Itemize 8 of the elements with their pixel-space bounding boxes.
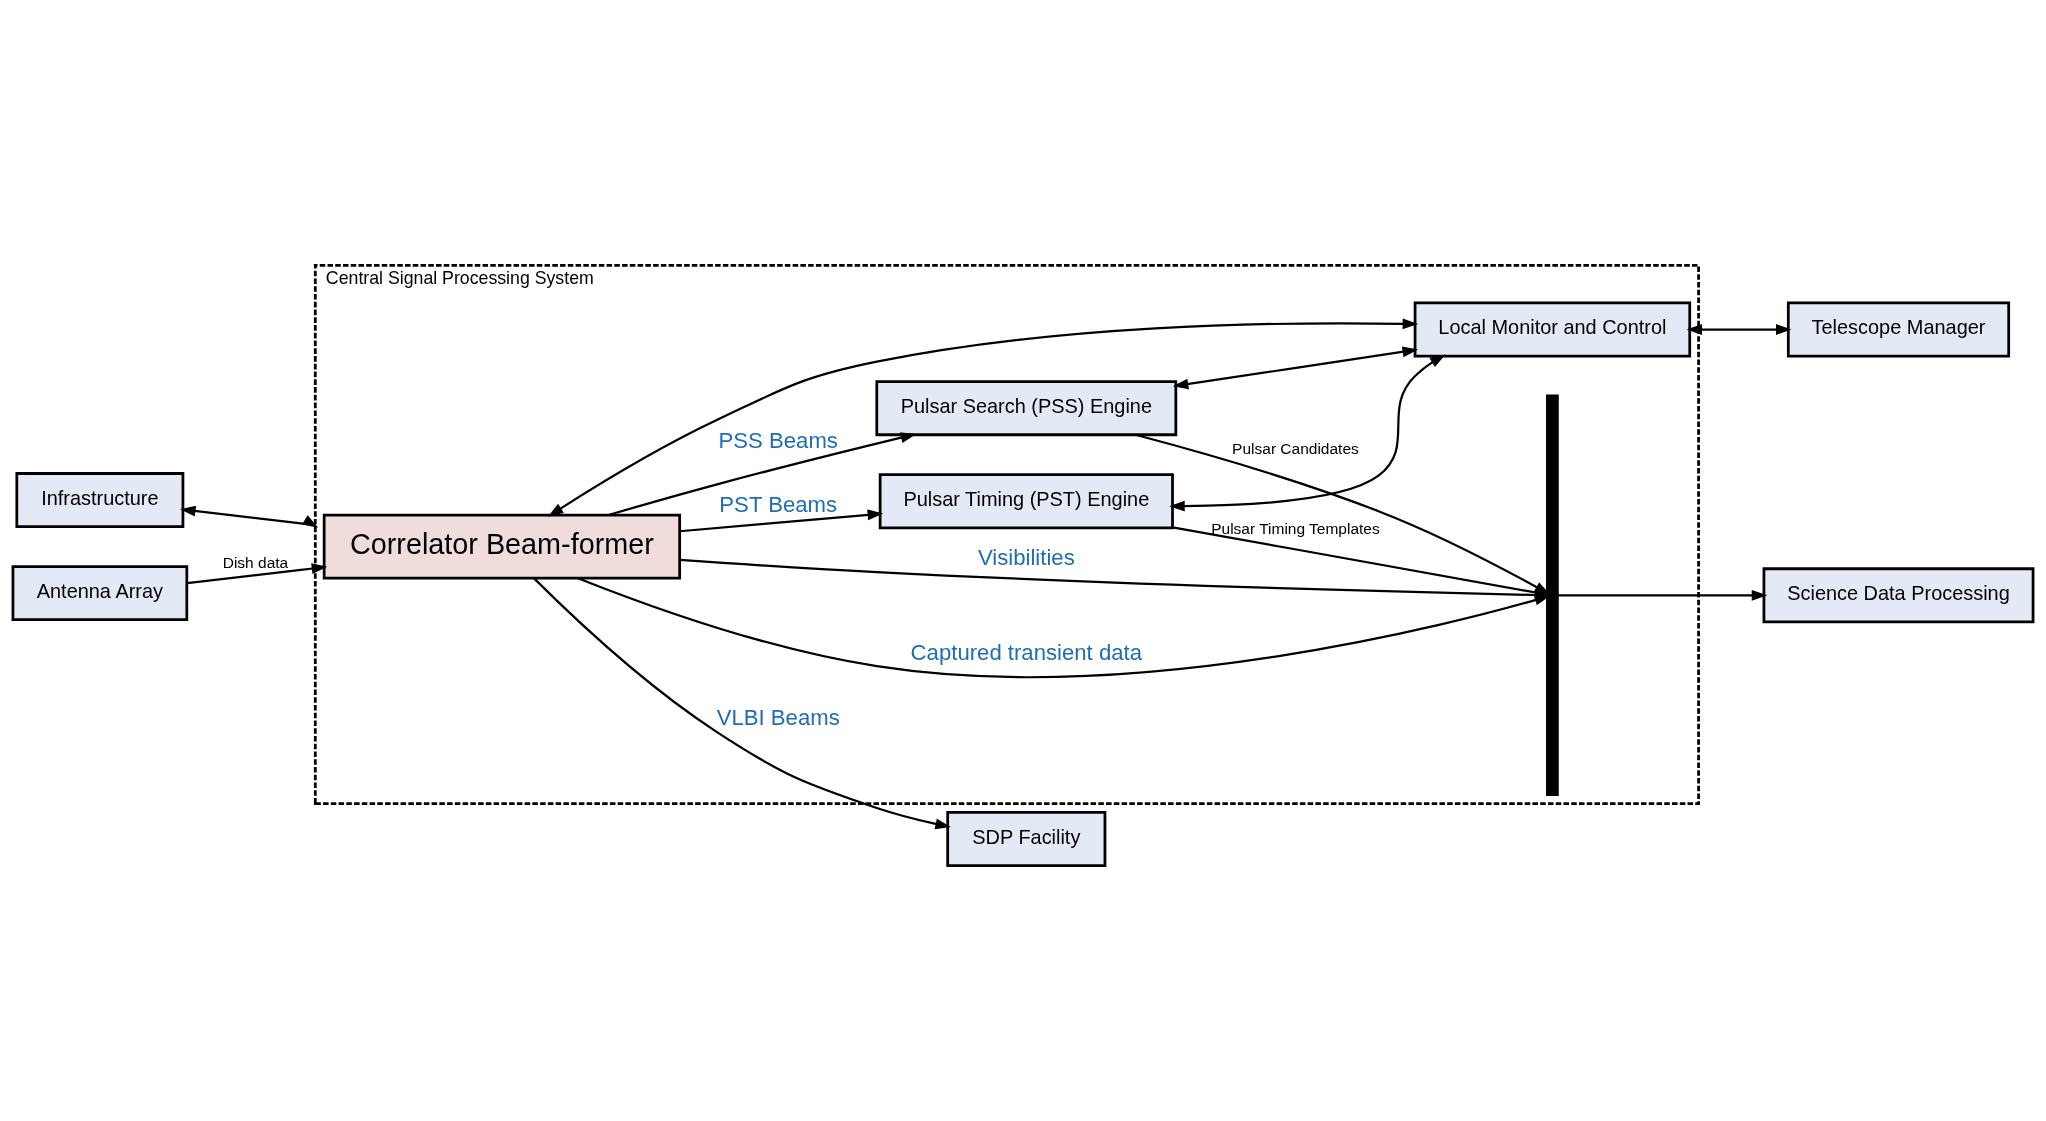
edge-label: Dish data [222, 553, 289, 571]
edge-label: Pulsar Timing Templates [1211, 519, 1380, 537]
edge-label: PSS Beams [718, 427, 838, 453]
edge-label: Pulsar Candidates [1232, 439, 1359, 457]
edge-label: Visibilities [977, 544, 1075, 570]
edge-label: Captured transient data [910, 639, 1143, 665]
edge-label: PST Beams [719, 491, 838, 517]
edge-label: VLBI Beams [716, 704, 840, 730]
